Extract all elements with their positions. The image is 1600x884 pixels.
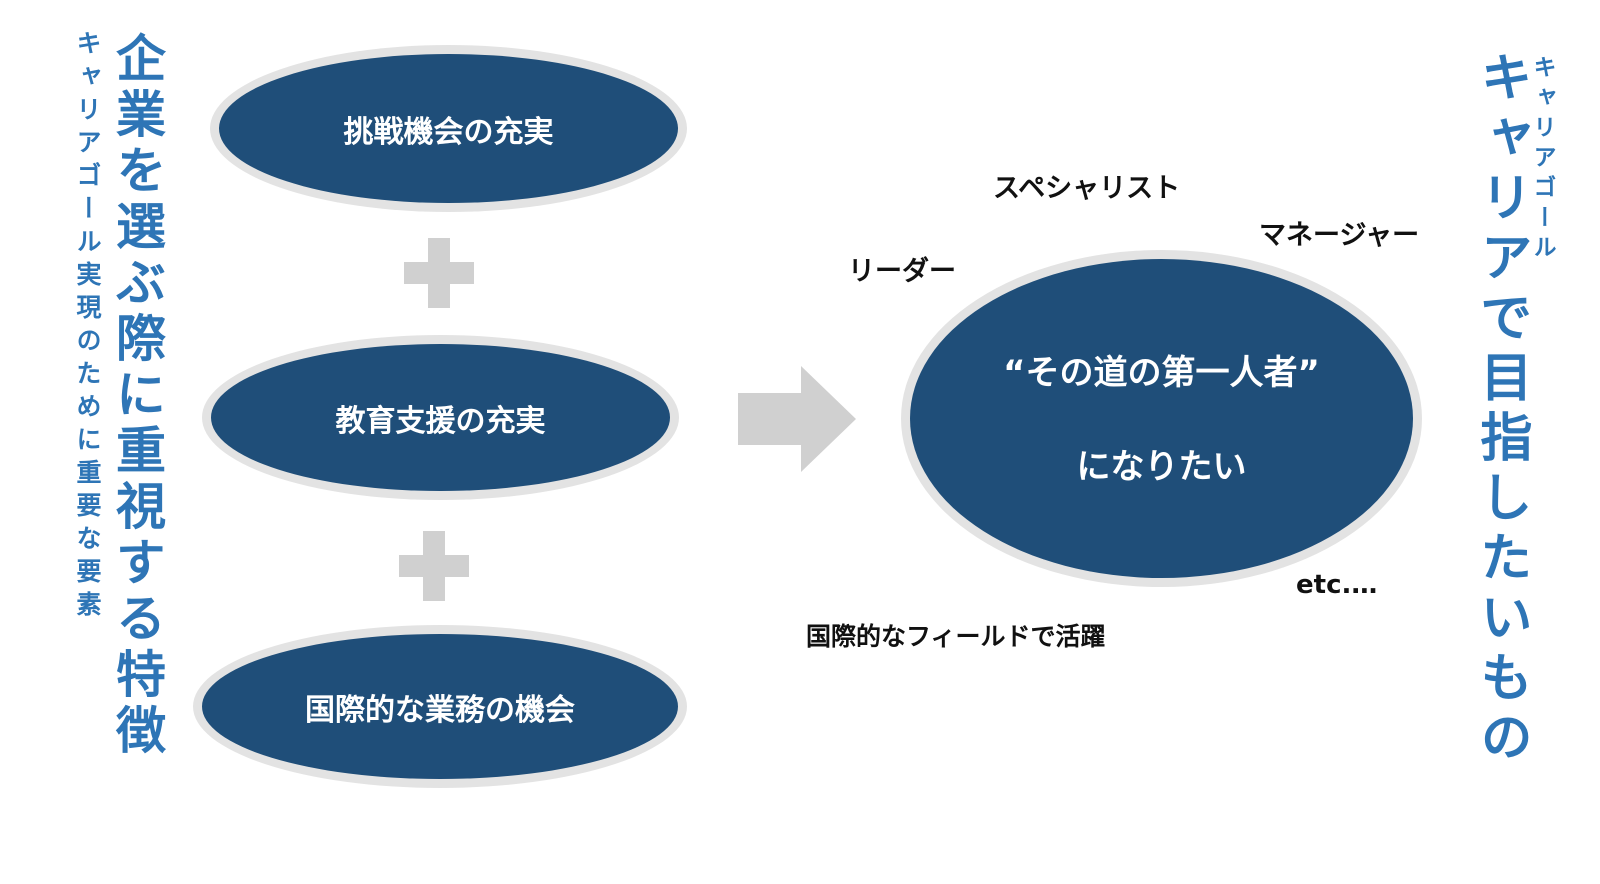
goal-line-1: “その道の第一人者” — [1003, 353, 1320, 393]
right-title: キャリアで目指したいもの — [1471, 50, 1531, 770]
label-leader: リーダー — [848, 256, 956, 287]
factor-challenge-label: 挑戦機会の充実 — [343, 114, 554, 150]
factor-challenge-ellipse: 挑戦機会の充実 — [219, 54, 678, 203]
arrow-right-icon — [738, 366, 856, 472]
factor-international-ellipse: 国際的な業務の機会 — [202, 634, 678, 779]
factor-education-ellipse: 教育支援の充実 — [211, 344, 670, 491]
factor-education-label: 教育支援の充実 — [335, 403, 546, 439]
label-manager: マネージャー — [1259, 220, 1420, 251]
left-title: 企業を選ぶ際に重視する特徴 — [108, 32, 166, 760]
plus-icon — [404, 238, 474, 308]
factor-international-label: 国際的な業務の機会 — [305, 692, 575, 728]
right-subtitle: キャリアゴール — [1529, 55, 1555, 265]
left-subtitle: キャリアゴール実現のために重要な要素 — [73, 30, 102, 624]
goal-ellipse: “その道の第一人者” になりたい — [910, 259, 1413, 578]
plus-icon — [399, 531, 469, 601]
label-global-field: 国際的なフィールドで活躍 — [806, 622, 1106, 651]
label-etc: etc.… — [1296, 570, 1378, 600]
goal-line-2: になりたい — [1076, 447, 1247, 487]
label-specialist: スペシャリスト — [993, 173, 1181, 204]
